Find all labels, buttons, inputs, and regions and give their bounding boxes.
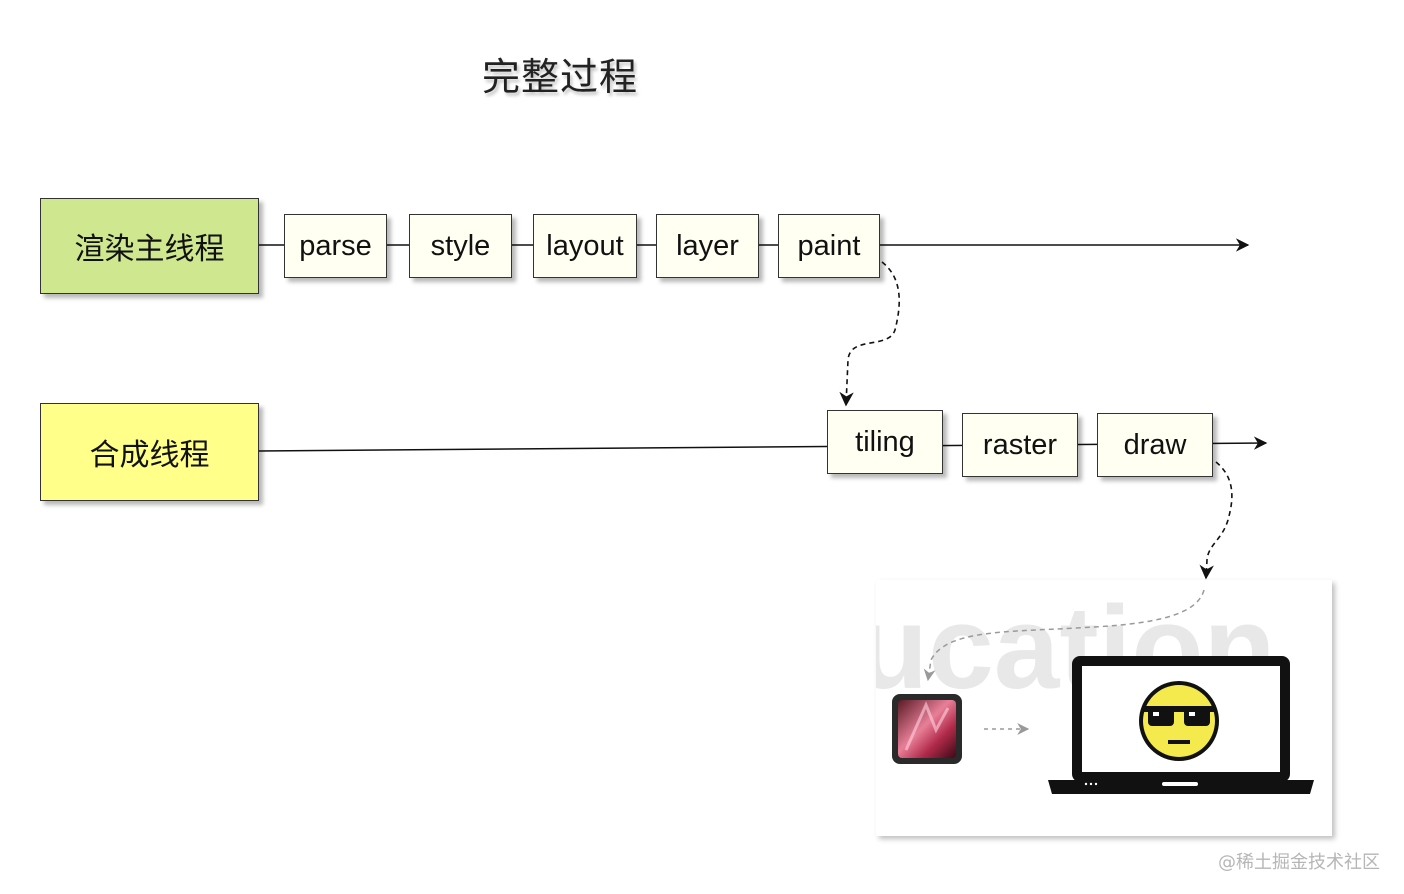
draw-to-display-arrow xyxy=(1199,461,1233,580)
step-style: style xyxy=(409,214,512,278)
main-thread-box: 渲染主线程 xyxy=(40,198,259,294)
step-parse: parse xyxy=(284,214,387,278)
step-paint: paint xyxy=(778,214,880,278)
step-raster: raster xyxy=(962,413,1078,477)
paint-to-tiling-arrow xyxy=(839,261,901,407)
sunglasses-smiley-icon xyxy=(1139,681,1219,761)
step-layer: layer xyxy=(656,214,759,278)
step-tiling: tiling xyxy=(827,410,943,474)
gpu-chip-icon xyxy=(892,694,962,764)
watermark-text: @稀土掘金技术社区 xyxy=(1218,852,1380,873)
gpu-display-illustration: ucation xyxy=(876,580,1332,836)
step-draw: draw xyxy=(1097,413,1213,477)
step-layout: layout xyxy=(533,214,637,278)
diagram-title: 完整过程 xyxy=(482,55,639,99)
compositor-thread-box: 合成线程 xyxy=(40,403,259,501)
